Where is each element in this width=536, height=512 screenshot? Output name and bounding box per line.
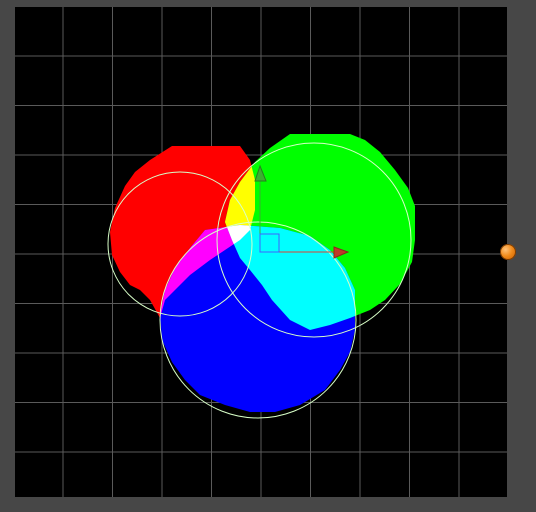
transform-gizmo[interactable] xyxy=(254,164,350,259)
center-square[interactable] xyxy=(259,233,280,253)
red-outline xyxy=(107,171,253,317)
y-axis-arrow[interactable] xyxy=(254,164,267,182)
collider-outlines xyxy=(107,142,412,419)
red-circle[interactable] xyxy=(110,146,255,318)
green-outline xyxy=(216,142,412,338)
red-fill xyxy=(110,146,255,318)
orange-handle-icon[interactable] xyxy=(500,244,516,260)
blue-outline xyxy=(159,221,357,419)
x-axis-arrow[interactable] xyxy=(333,246,350,259)
